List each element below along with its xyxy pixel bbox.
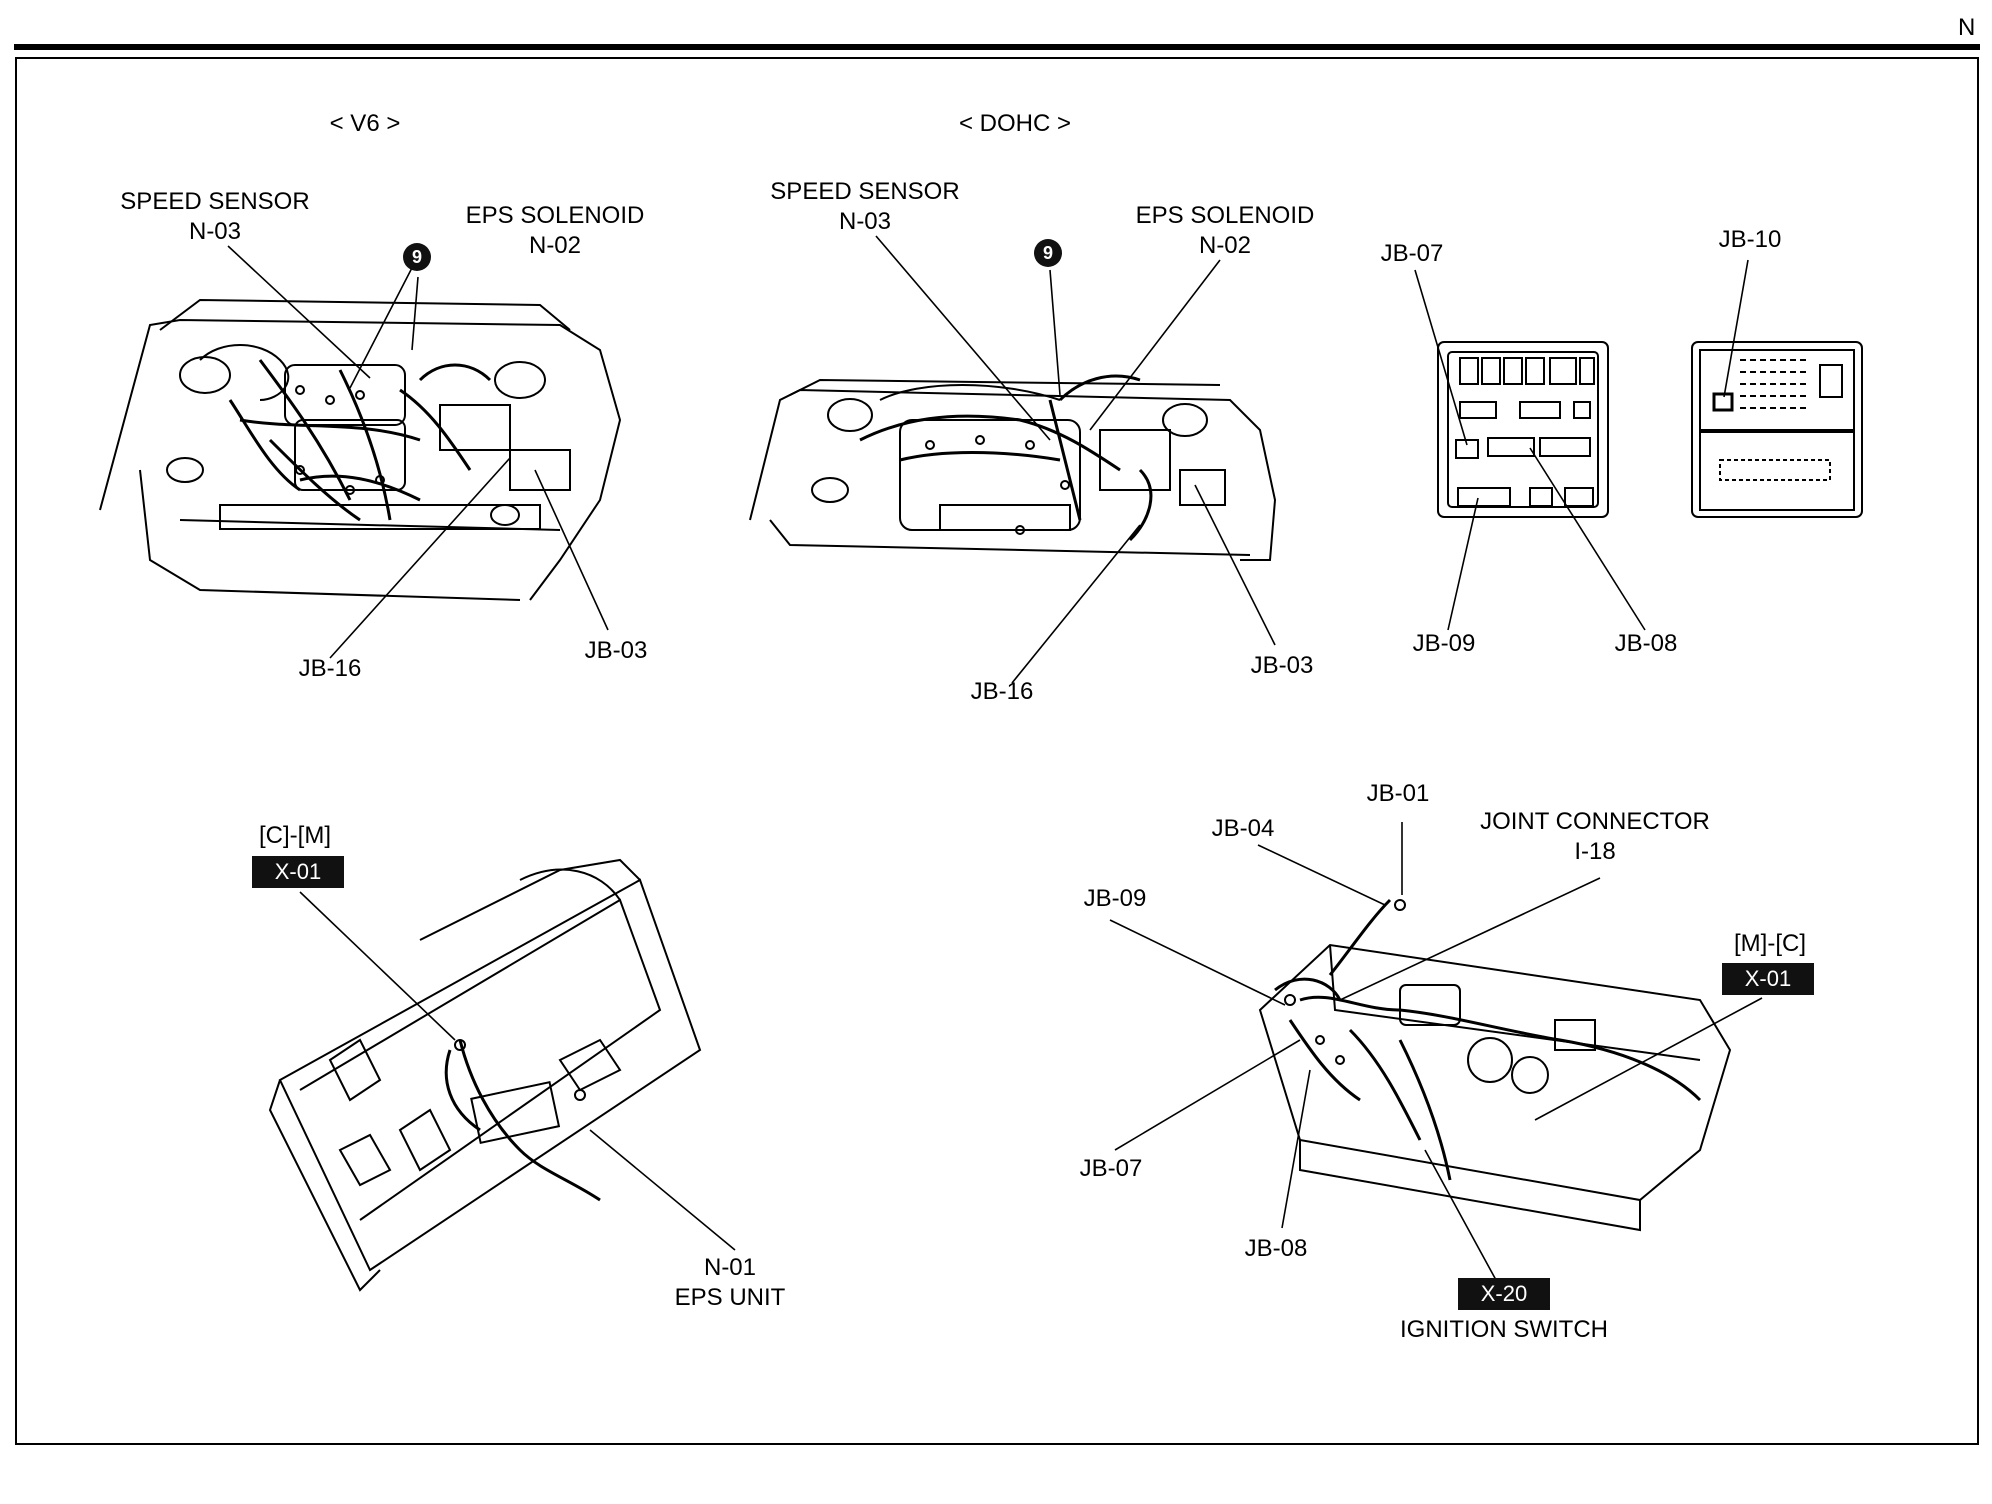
dash-connector-ref: [M]-[C] bbox=[1734, 930, 1806, 957]
v6-eps-solenoid-code: N-02 bbox=[528, 232, 582, 259]
eps-unit-code: N-01 bbox=[703, 1254, 757, 1281]
joint-connector-code: I-18 bbox=[1574, 838, 1616, 865]
dohc-speed-sensor-code: N-03 bbox=[838, 208, 892, 235]
dohc-eps-solenoid-label: EPS SOLENOID bbox=[1135, 202, 1315, 229]
v6-leader-lines bbox=[227, 245, 609, 659]
dash-connector-tag: X-01 bbox=[1722, 963, 1814, 995]
floor-connector-ref: [C]-[M] bbox=[259, 822, 331, 849]
jb10-box-label: JB-10 bbox=[1718, 226, 1782, 253]
v6-reference-marker: 9 bbox=[403, 243, 431, 271]
v6-speed-sensor-label: SPEED SENSOR bbox=[120, 188, 310, 215]
dohc-jb03-label: JB-03 bbox=[1250, 652, 1314, 679]
floor-panel-drawing bbox=[268, 858, 702, 1292]
v6-jb03-label: JB-03 bbox=[584, 637, 648, 664]
dashboard-drawing bbox=[1258, 898, 1732, 1232]
jb08-box-label: JB-08 bbox=[1614, 630, 1678, 657]
floor-leader-lines bbox=[299, 891, 736, 1251]
v6-jb16-label: JB-16 bbox=[298, 655, 362, 682]
page-frame bbox=[15, 57, 1979, 1445]
dohc-speed-sensor-label: SPEED SENSOR bbox=[770, 178, 960, 205]
v6-section-title: < V6 > bbox=[329, 110, 401, 137]
ignition-switch-label: IGNITION SWITCH bbox=[1400, 1316, 1608, 1343]
dash-jb04-label: JB-04 bbox=[1211, 815, 1275, 842]
dohc-leader-lines bbox=[875, 235, 1276, 684]
dohc-eps-solenoid-code: N-02 bbox=[1198, 232, 1252, 259]
page-letter: N bbox=[1958, 14, 1976, 41]
junction-box-jb07-drawing bbox=[1437, 341, 1609, 518]
dohc-engine-bay-drawing bbox=[749, 374, 1277, 561]
v6-engine-bay-drawing bbox=[99, 298, 622, 601]
jb07-box-label: JB-07 bbox=[1380, 240, 1444, 267]
dashboard-leader-lines bbox=[1109, 822, 1763, 1281]
dash-jb07-label: JB-07 bbox=[1079, 1155, 1143, 1182]
dohc-section-title: < DOHC > bbox=[958, 110, 1072, 137]
eps-unit-label: EPS UNIT bbox=[674, 1284, 786, 1311]
jb09-box-label: JB-09 bbox=[1412, 630, 1476, 657]
ignition-switch-tag: X-20 bbox=[1458, 1278, 1550, 1310]
junction-box-leader-lines bbox=[1414, 259, 1749, 631]
v6-speed-sensor-code: N-03 bbox=[188, 218, 242, 245]
dash-jb09-label: JB-09 bbox=[1083, 885, 1147, 912]
dash-jb01-label: JB-01 bbox=[1366, 780, 1430, 807]
floor-connector-tag: X-01 bbox=[252, 856, 344, 888]
dohc-reference-marker: 9 bbox=[1034, 239, 1062, 267]
top-rule bbox=[14, 44, 1980, 50]
dohc-jb16-label: JB-16 bbox=[970, 678, 1034, 705]
v6-eps-solenoid-label: EPS SOLENOID bbox=[465, 202, 645, 229]
joint-connector-label: JOINT CONNECTOR bbox=[1480, 808, 1710, 835]
dash-jb08-label: JB-08 bbox=[1244, 1235, 1308, 1262]
junction-box-jb10-drawing bbox=[1691, 341, 1863, 518]
